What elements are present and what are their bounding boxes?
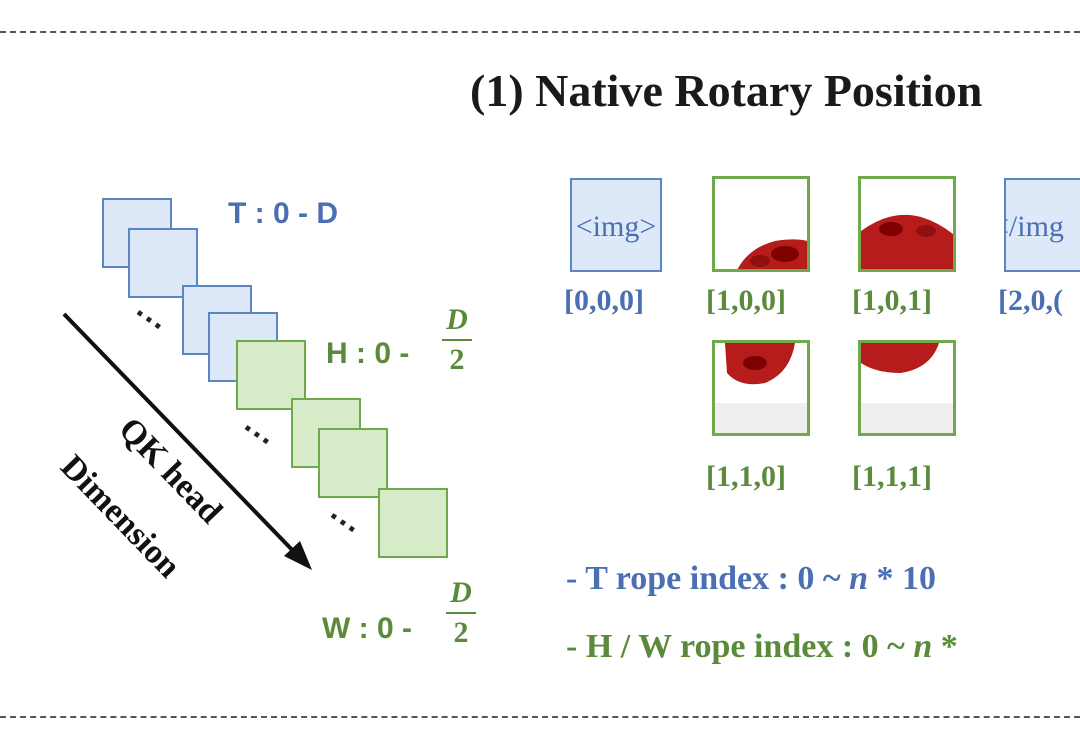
image-patch-101 — [858, 176, 956, 272]
hw-rope-index: - H / W rope index : 0 ~ n * — [566, 628, 958, 666]
h-dimension-fraction: D 2 — [442, 305, 472, 375]
w-block-1 — [318, 428, 388, 498]
hw-rope-suffix: * — [932, 628, 958, 665]
h-dimension-label: H : 0 - — [326, 337, 410, 370]
coord-patch-100: [1,0,0] — [706, 284, 786, 317]
section-title: (1) Native Rotary Position — [470, 65, 983, 116]
img-open-text: <img> — [575, 210, 657, 243]
img-open-token: <img> — [570, 178, 662, 272]
t-rope-prefix: - T rope index : 0 ~ — [566, 560, 841, 597]
w-dimension-fraction: D 2 — [446, 578, 476, 648]
patch-100-image — [737, 239, 807, 269]
t-rope-index: - T rope index : 0 ~ n * 10 — [566, 560, 936, 598]
bottom-dashed-border — [0, 716, 1080, 718]
w-block-2 — [378, 488, 448, 558]
image-patch-100 — [712, 176, 810, 272]
w-frac-denominator: 2 — [453, 616, 469, 649]
image-patch-110 — [712, 340, 810, 436]
img-close-token: </img — [1004, 178, 1080, 272]
patch-111-image — [861, 343, 953, 433]
w-dimension-label: W : 0 - — [322, 612, 412, 645]
img-close-text: </img — [1006, 210, 1064, 243]
h-frac-denominator: 2 — [449, 343, 465, 376]
coord-img-close: [2,0,( — [998, 284, 1063, 317]
h-frac-bar — [442, 339, 472, 341]
image-patch-111 — [858, 340, 956, 436]
hw-rope-prefix: - H / W rope index : 0 ~ — [566, 628, 905, 665]
patch-101-image — [861, 214, 953, 269]
coord-patch-101: [1,0,1] — [852, 284, 932, 317]
hw-rope-n: n — [913, 628, 933, 665]
coord-img-open: [0,0,0] — [564, 284, 644, 317]
t-rope-n: n — [849, 560, 869, 597]
patch-110-image — [715, 343, 807, 433]
w-frac-bar — [446, 612, 476, 614]
coord-patch-110: [1,1,0] — [706, 460, 786, 493]
w-frac-numerator: D — [450, 576, 472, 609]
h-frac-numerator: D — [446, 303, 468, 336]
coord-patch-111: [1,1,1] — [852, 460, 932, 493]
t-dimension-label: T : 0 - D — [228, 197, 338, 230]
t-rope-suffix: * 10 — [868, 560, 937, 597]
top-dashed-border — [0, 31, 1080, 33]
